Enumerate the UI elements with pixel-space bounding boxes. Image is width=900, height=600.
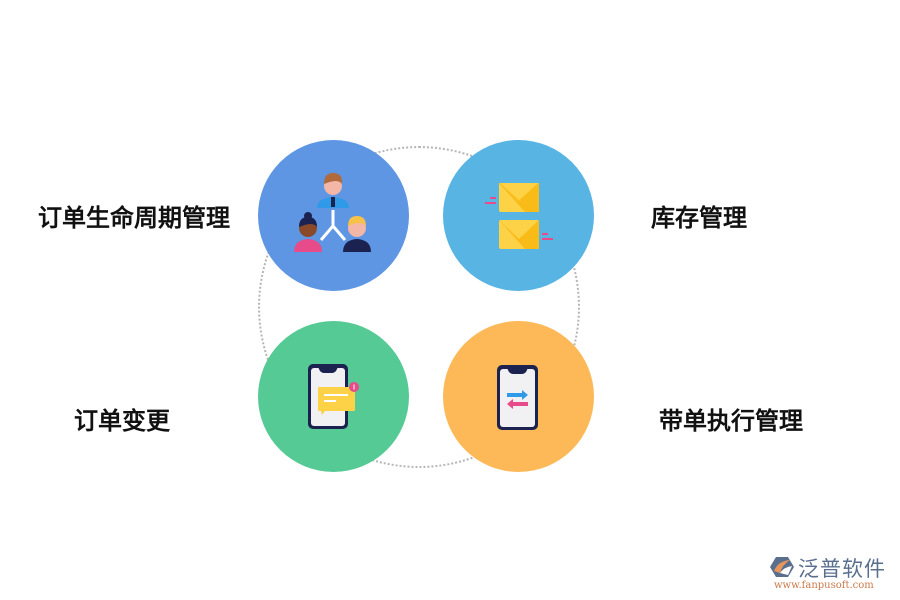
node-order-execution: [443, 321, 594, 472]
node-inventory: [443, 140, 594, 291]
phone-message-icon: [308, 364, 359, 429]
node-order-change: [258, 321, 409, 472]
fanpu-logo-icon: [770, 557, 794, 577]
label-order-lifecycle: 订单生命周期管理: [38, 204, 230, 232]
label-inventory: 库存管理: [651, 204, 747, 232]
logo-url: www.fanpusoft.com: [774, 580, 874, 591]
dotted-ring: [258, 146, 580, 468]
label-order-execution: 带单执行管理: [659, 407, 803, 435]
logo-name: 泛普软件: [798, 557, 886, 581]
fanpu-logo: 泛普软件 www.fanpusoft.com: [768, 553, 893, 593]
team-hierarchy-icon: [294, 173, 371, 252]
envelopes-icon: [485, 182, 553, 249]
label-order-change: 订单变更: [74, 407, 170, 435]
phone-transfer-icon: [497, 365, 538, 430]
node-order-lifecycle: [258, 140, 409, 291]
